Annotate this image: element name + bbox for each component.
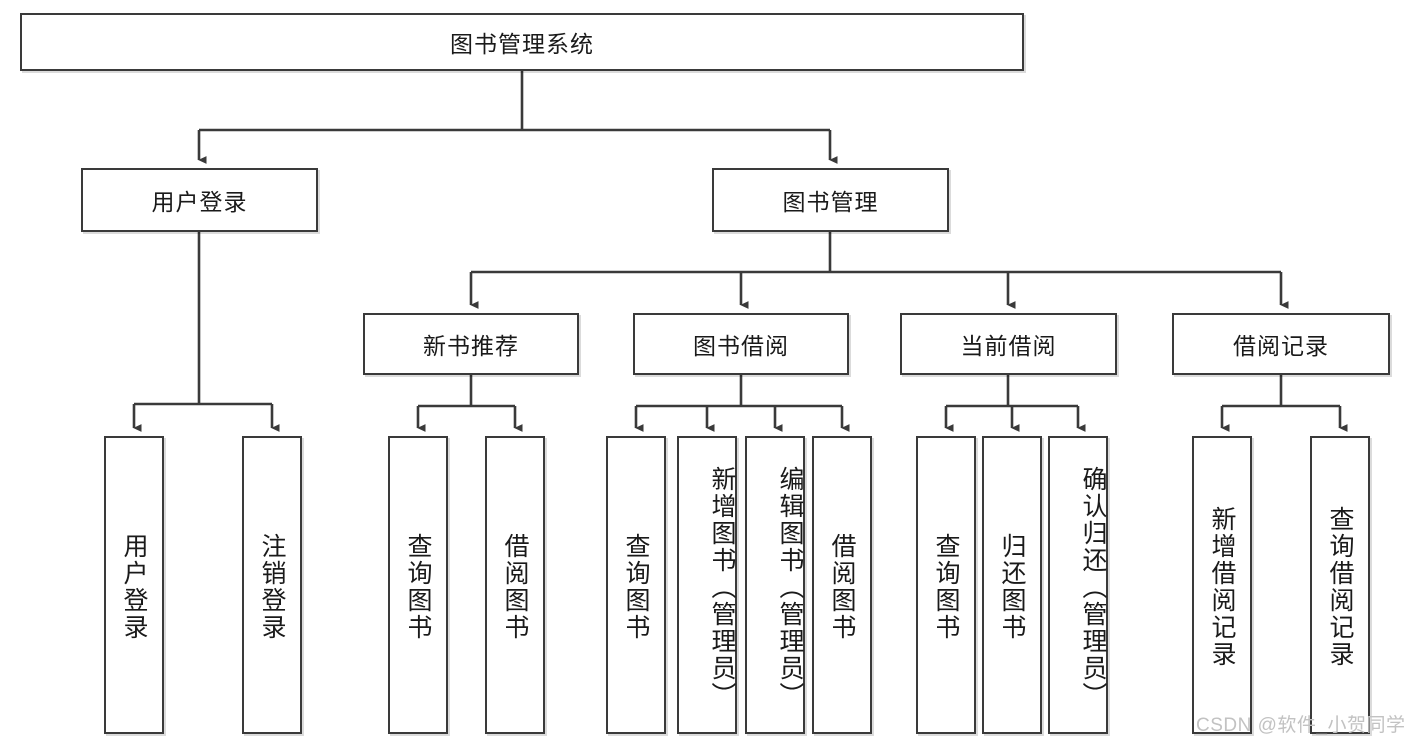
node-label: 查询借阅记录 xyxy=(1326,506,1354,668)
leaf-node-11[interactable]: 新增借阅记录 xyxy=(1192,436,1252,734)
node-label: 当前借阅 xyxy=(960,333,1057,359)
leaf-node-3[interactable]: 借阅图书 xyxy=(485,436,545,734)
node-label: 图书管理 xyxy=(782,189,879,215)
level3-node-0[interactable]: 新书推荐 xyxy=(363,313,579,375)
leaf-node-7[interactable]: 借阅图书 xyxy=(812,436,872,734)
leaf-node-1[interactable]: 注销登录 xyxy=(242,436,302,734)
leaf-node-2[interactable]: 查询图书 xyxy=(388,436,448,734)
leaf-node-9[interactable]: 归还图书 xyxy=(982,436,1042,734)
node-label: 新书推荐 xyxy=(423,333,519,359)
node-label: 借阅图书 xyxy=(828,533,856,641)
node-label: 借阅记录 xyxy=(1233,333,1329,359)
node-label: 确认归还（管理员） xyxy=(1079,465,1107,709)
level2-node-0[interactable]: 用户登录 xyxy=(81,168,318,232)
leaf-node-5[interactable]: 新增图书（管理员） xyxy=(677,436,737,734)
level3-node-3[interactable]: 借阅记录 xyxy=(1172,313,1390,375)
node-label: 查询图书 xyxy=(404,533,432,641)
node-label: 用户登录 xyxy=(120,533,148,641)
node-label: 借阅图书 xyxy=(501,533,529,641)
node-label: 归还图书 xyxy=(998,533,1026,641)
level3-node-1[interactable]: 图书借阅 xyxy=(633,313,849,375)
node-label: 图书管理系统 xyxy=(450,31,594,57)
leaf-node-0[interactable]: 用户登录 xyxy=(104,436,164,734)
node-label: 查询图书 xyxy=(622,533,650,641)
leaf-node-6[interactable]: 编辑图书（管理员） xyxy=(745,436,805,734)
root-node[interactable]: 图书管理系统 xyxy=(20,13,1024,71)
node-label: 新增图书（管理员） xyxy=(708,465,736,709)
leaf-node-8[interactable]: 查询图书 xyxy=(916,436,976,734)
leaf-node-12[interactable]: 查询借阅记录 xyxy=(1310,436,1370,734)
node-label: 新增借阅记录 xyxy=(1208,506,1236,668)
node-label: 用户登录 xyxy=(151,189,248,215)
csdn-watermark: CSDN @软件_小贺同学 xyxy=(1196,715,1405,736)
node-label: 查询图书 xyxy=(932,533,960,641)
level2-node-1[interactable]: 图书管理 xyxy=(712,168,949,232)
leaf-node-4[interactable]: 查询图书 xyxy=(606,436,666,734)
node-label: 注销登录 xyxy=(258,533,286,641)
node-label: 编辑图书（管理员） xyxy=(776,465,804,709)
leaf-node-10[interactable]: 确认归还（管理员） xyxy=(1048,436,1108,734)
level3-node-2[interactable]: 当前借阅 xyxy=(900,313,1117,375)
node-label: 图书借阅 xyxy=(693,333,789,359)
